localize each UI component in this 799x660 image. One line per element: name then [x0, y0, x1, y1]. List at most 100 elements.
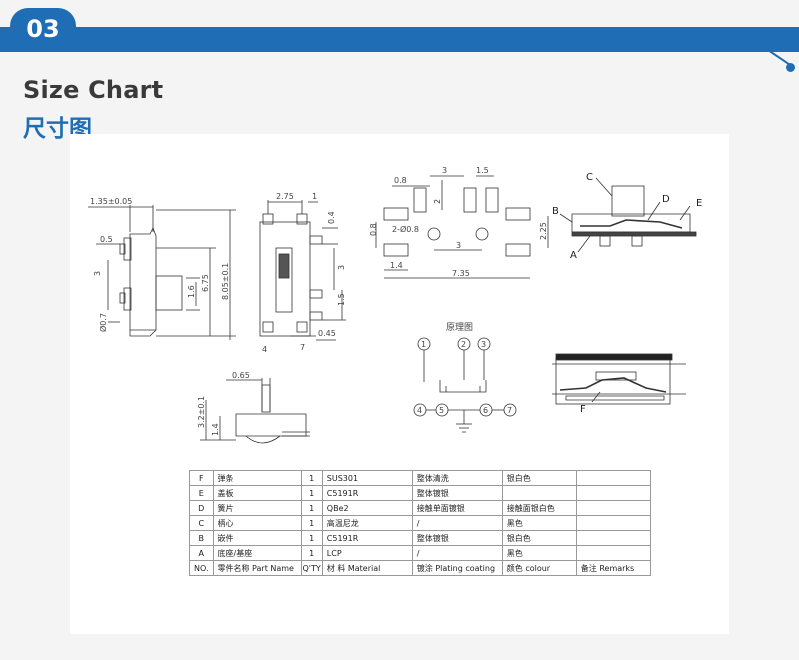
header-no: NO.	[189, 560, 214, 576]
cell-plating: /	[411, 515, 503, 531]
dim-bottom-1-4: 1.4	[211, 423, 220, 436]
cell-qty: 1	[300, 545, 323, 561]
cell-no: C	[189, 515, 214, 531]
header-bar	[0, 27, 799, 52]
label-d: D	[662, 194, 670, 205]
label-c: C	[586, 172, 593, 183]
parts-table: F 弹条 1 SUS301 整体清洗 银白色 E 盖板 1 C5191R 整体镀…	[189, 470, 651, 576]
table-header-row: NO. 零件名称 Part Name Q'TY 材 料 Material 镀涂 …	[189, 560, 651, 576]
cell-material: C5191R	[321, 530, 413, 546]
cell-name: 弹条	[212, 470, 302, 486]
table-row: D 簧片 1 QBe2 接触单面镀银 接触面银白色	[189, 500, 651, 516]
front-pin-4: 4	[262, 345, 267, 354]
header-remarks: 备注 Remarks	[575, 560, 651, 576]
cell-colour: 接触面银白色	[501, 500, 577, 516]
cell-material: SUS301	[321, 470, 413, 486]
cell-colour	[501, 485, 577, 501]
pin-4: 4	[417, 406, 422, 415]
cell-no: B	[189, 530, 214, 546]
front-pin-7: 7	[300, 343, 305, 352]
cell-no: F	[189, 470, 214, 486]
section-number-badge: 03	[10, 8, 76, 51]
cell-plating: 整体镀银	[411, 530, 503, 546]
table-row: E 盖板 1 C5191R 整体镀银	[189, 485, 651, 501]
cell-plating: 接触单面镀银	[411, 500, 503, 516]
dim-bottom-0-65: 0.65	[232, 371, 250, 380]
cell-plating: 整体镀银	[411, 485, 503, 501]
cell-remarks	[575, 485, 651, 501]
bottom-view	[200, 378, 310, 444]
dim-front-0-4: 0.4	[327, 211, 336, 224]
dim-pcb-7-35: 7.35	[452, 269, 470, 278]
cell-remarks	[575, 530, 651, 546]
label-a: A	[570, 250, 577, 261]
pin-3: 3	[481, 340, 486, 349]
header-dot	[786, 63, 795, 72]
dim-side-0-5: 0.5	[100, 235, 113, 244]
dim-side-3: 3	[93, 271, 102, 276]
cell-qty: 1	[300, 485, 323, 501]
schematic	[413, 337, 517, 433]
cell-name: 簧片	[212, 500, 302, 516]
cell-material: QBe2	[321, 500, 413, 516]
header-material: 材 料 Material	[321, 560, 413, 576]
cell-no: A	[189, 545, 214, 561]
dim-pcb-2: 2	[433, 199, 442, 204]
cell-qty: 1	[300, 500, 323, 516]
pin-1: 1	[421, 340, 426, 349]
cell-name: 底座/基座	[212, 545, 302, 561]
pcb-layout	[375, 175, 549, 279]
cell-qty: 1	[300, 515, 323, 531]
cell-name: 盖板	[212, 485, 302, 501]
header-colour: 颜色 colour	[501, 560, 577, 576]
pin-6: 6	[483, 406, 488, 415]
dim-side-1-6: 1.6	[187, 285, 196, 298]
dim-pcb-1-5: 1.5	[476, 166, 489, 175]
dim-front-2-75: 2.75	[276, 192, 294, 201]
cell-plating: 整体清洗	[411, 470, 503, 486]
header-underline	[0, 50, 786, 52]
table-row: C 柄心 1 高温尼龙 / 黑色	[189, 515, 651, 531]
cell-colour: 银白色	[501, 530, 577, 546]
cell-colour: 黑色	[501, 515, 577, 531]
cell-material: 高温尼龙	[321, 515, 413, 531]
section-view	[559, 177, 697, 253]
dim-side-height: 8.05±0.1	[221, 263, 230, 300]
cell-name: 嵌件	[212, 530, 302, 546]
dim-front-3: 3	[337, 265, 346, 270]
dim-side-diameter: Ø0.7	[98, 313, 108, 332]
dim-side-width: 1.35±0.05	[90, 197, 132, 206]
label-f: F	[580, 404, 586, 415]
cell-remarks	[575, 500, 651, 516]
dim-pcb-0-8-side: 0.8	[369, 223, 378, 236]
dim-pcb-3-mid: 3	[456, 241, 461, 250]
cell-remarks	[575, 515, 651, 531]
cell-qty: 1	[300, 530, 323, 546]
dim-pcb-0-8: 0.8	[394, 176, 407, 185]
cell-remarks	[575, 470, 651, 486]
side-view	[88, 205, 236, 340]
cell-qty: 1	[300, 470, 323, 486]
dim-front-1-5: 1.5	[337, 293, 346, 306]
cell-no: E	[189, 485, 214, 501]
table-row: B 嵌件 1 C5191R 整体镀银 银白色	[189, 530, 651, 546]
header-qty: Q'TY	[300, 560, 323, 576]
cell-material: LCP	[321, 545, 413, 561]
header-name: 零件名称 Part Name	[212, 560, 302, 576]
dim-pcb-3-top: 3	[442, 166, 447, 175]
cell-name: 柄心	[212, 515, 302, 531]
header-plating: 镀涂 Plating coating	[411, 560, 503, 576]
cell-remarks	[575, 545, 651, 561]
cell-colour: 银白色	[501, 470, 577, 486]
dim-front-0-45: 0.45	[318, 329, 336, 338]
dim-bottom-height: 3.2±0.1	[197, 396, 206, 428]
table-row: F 弹条 1 SUS301 整体清洗 银白色	[189, 470, 651, 486]
pin-5: 5	[439, 406, 444, 415]
cell-material: C5191R	[321, 485, 413, 501]
dim-pcb-holes: 2-Ø0.8	[392, 224, 419, 234]
pin-7: 7	[507, 406, 512, 415]
dim-pcb-2-25: 2.25	[539, 222, 548, 240]
label-b: B	[552, 206, 559, 217]
dim-front-1: 1	[312, 192, 317, 201]
